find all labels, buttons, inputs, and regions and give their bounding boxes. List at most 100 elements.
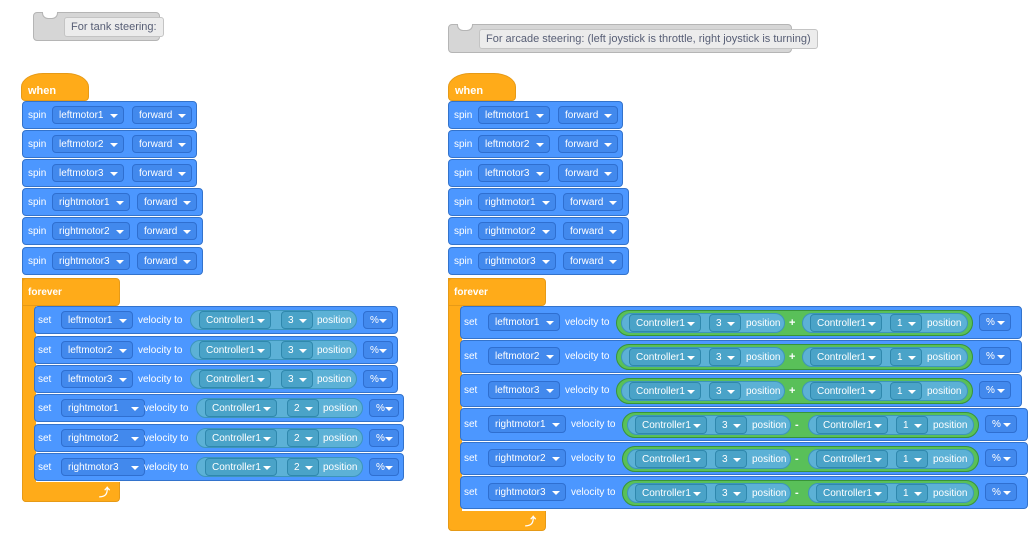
left-spin-direction-dropdown[interactable]: forward — [132, 164, 192, 182]
controller-dropdown[interactable]: Controller1 — [205, 399, 277, 417]
right-set-motor-dropdown[interactable]: rightmotor2 — [488, 449, 566, 467]
controller-dropdown[interactable]: Controller1 — [816, 450, 888, 468]
unit-dropdown[interactable]: % — [985, 415, 1017, 433]
unit-dropdown[interactable]: % — [979, 347, 1011, 365]
controller-dropdown[interactable]: Controller1 — [629, 382, 701, 400]
left-set-motor-dropdown[interactable]: rightmotor1 — [61, 399, 145, 417]
left-spin-motor-dropdown[interactable]: rightmotor1 — [52, 193, 130, 211]
controller-dropdown[interactable]: Controller1 — [635, 450, 707, 468]
right-spin-motor-dropdown[interactable]: leftmotor3 — [478, 164, 550, 182]
axis-dropdown[interactable]: 3 — [281, 341, 313, 359]
right-set-motor-dropdown[interactable]: rightmotor3 — [488, 483, 566, 501]
controller-dropdown[interactable]: Controller1 — [810, 382, 882, 400]
controller-dropdown[interactable]: Controller1 — [199, 341, 271, 359]
left-when-started[interactable]: when started — [21, 73, 89, 131]
axis-dropdown[interactable]: 1 — [896, 450, 928, 468]
left-spin-direction-dropdown[interactable]: forward — [137, 252, 197, 270]
axis-dropdown[interactable]: 3 — [715, 484, 747, 502]
unit-dropdown[interactable]: % — [363, 370, 393, 388]
unit-dropdown[interactable]: % — [369, 399, 399, 417]
axis-dropdown[interactable]: 2 — [287, 458, 319, 476]
left-spin-direction-dropdown[interactable]: forward — [132, 106, 192, 124]
axis-dropdown[interactable]: 1 — [896, 484, 928, 502]
left-set-motor-dropdown[interactable]: leftmotor1 — [61, 311, 133, 329]
axis-dropdown[interactable]: 3 — [281, 370, 313, 388]
axis-dropdown[interactable]: 2 — [287, 429, 319, 447]
right-when-started[interactable]: when started — [448, 73, 516, 131]
left-set-motor-dropdown[interactable]: leftmotor2 — [61, 341, 133, 359]
axis-dropdown[interactable]: 3 — [709, 348, 741, 366]
axis-dropdown[interactable]: 3 — [281, 311, 313, 329]
axis-dropdown[interactable]: 1 — [890, 314, 922, 332]
right-set-motor-dropdown[interactable]: leftmotor1 — [488, 313, 560, 331]
left-forever-block[interactable]: forever — [22, 278, 120, 306]
axis-dropdown[interactable]: 1 — [890, 348, 922, 366]
unit-dropdown[interactable]: % — [979, 381, 1011, 399]
controller-dropdown[interactable]: Controller1 — [629, 314, 701, 332]
right-forever-block[interactable]: forever — [448, 278, 546, 306]
left-spin-motor-dropdown[interactable]: rightmotor3 — [52, 252, 130, 270]
controller-dropdown[interactable]: Controller1 — [816, 484, 888, 502]
unit-dropdown[interactable]: % — [979, 313, 1011, 331]
left-spin-direction-dropdown[interactable]: forward — [137, 193, 197, 211]
controller-dropdown[interactable]: Controller1 — [635, 416, 707, 434]
left-set-motor-dropdown[interactable]: rightmotor2 — [61, 429, 145, 447]
left-spin-direction-dropdown[interactable]: forward — [137, 222, 197, 240]
controller-dropdown[interactable]: Controller1 — [199, 370, 271, 388]
right-spin-direction-dropdown[interactable]: forward — [558, 106, 618, 124]
right-comment[interactable]: For arcade steering: (left joystick is t… — [448, 24, 818, 53]
right-spin-motor-dropdown[interactable]: leftmotor1 — [478, 106, 550, 124]
axis-dropdown[interactable]: 1 — [896, 416, 928, 434]
controller-dropdown[interactable]: Controller1 — [810, 348, 882, 366]
axis-dropdown[interactable]: 2 — [287, 399, 319, 417]
unit-dropdown[interactable]: % — [985, 449, 1017, 467]
controller-dropdown[interactable]: Controller1 — [810, 314, 882, 332]
right-spin-motor-dropdown[interactable]: leftmotor2 — [478, 135, 550, 153]
left-set-motor-dropdown[interactable]: rightmotor3 — [61, 458, 145, 476]
axis-dropdown[interactable]: 3 — [709, 382, 741, 400]
right-spin-direction-dropdown[interactable]: forward — [563, 222, 623, 240]
right-set-motor-dropdown[interactable]: leftmotor3 — [488, 381, 560, 399]
controller-dropdown[interactable]: Controller1 — [635, 484, 707, 502]
controller-dropdown[interactable]: Controller1 — [816, 416, 888, 434]
right-set-motor-dropdown[interactable]: rightmotor1 — [488, 415, 566, 433]
unit-dropdown[interactable]: % — [369, 458, 399, 476]
left-spin-motor-dropdown[interactable]: rightmotor2 — [52, 222, 130, 240]
